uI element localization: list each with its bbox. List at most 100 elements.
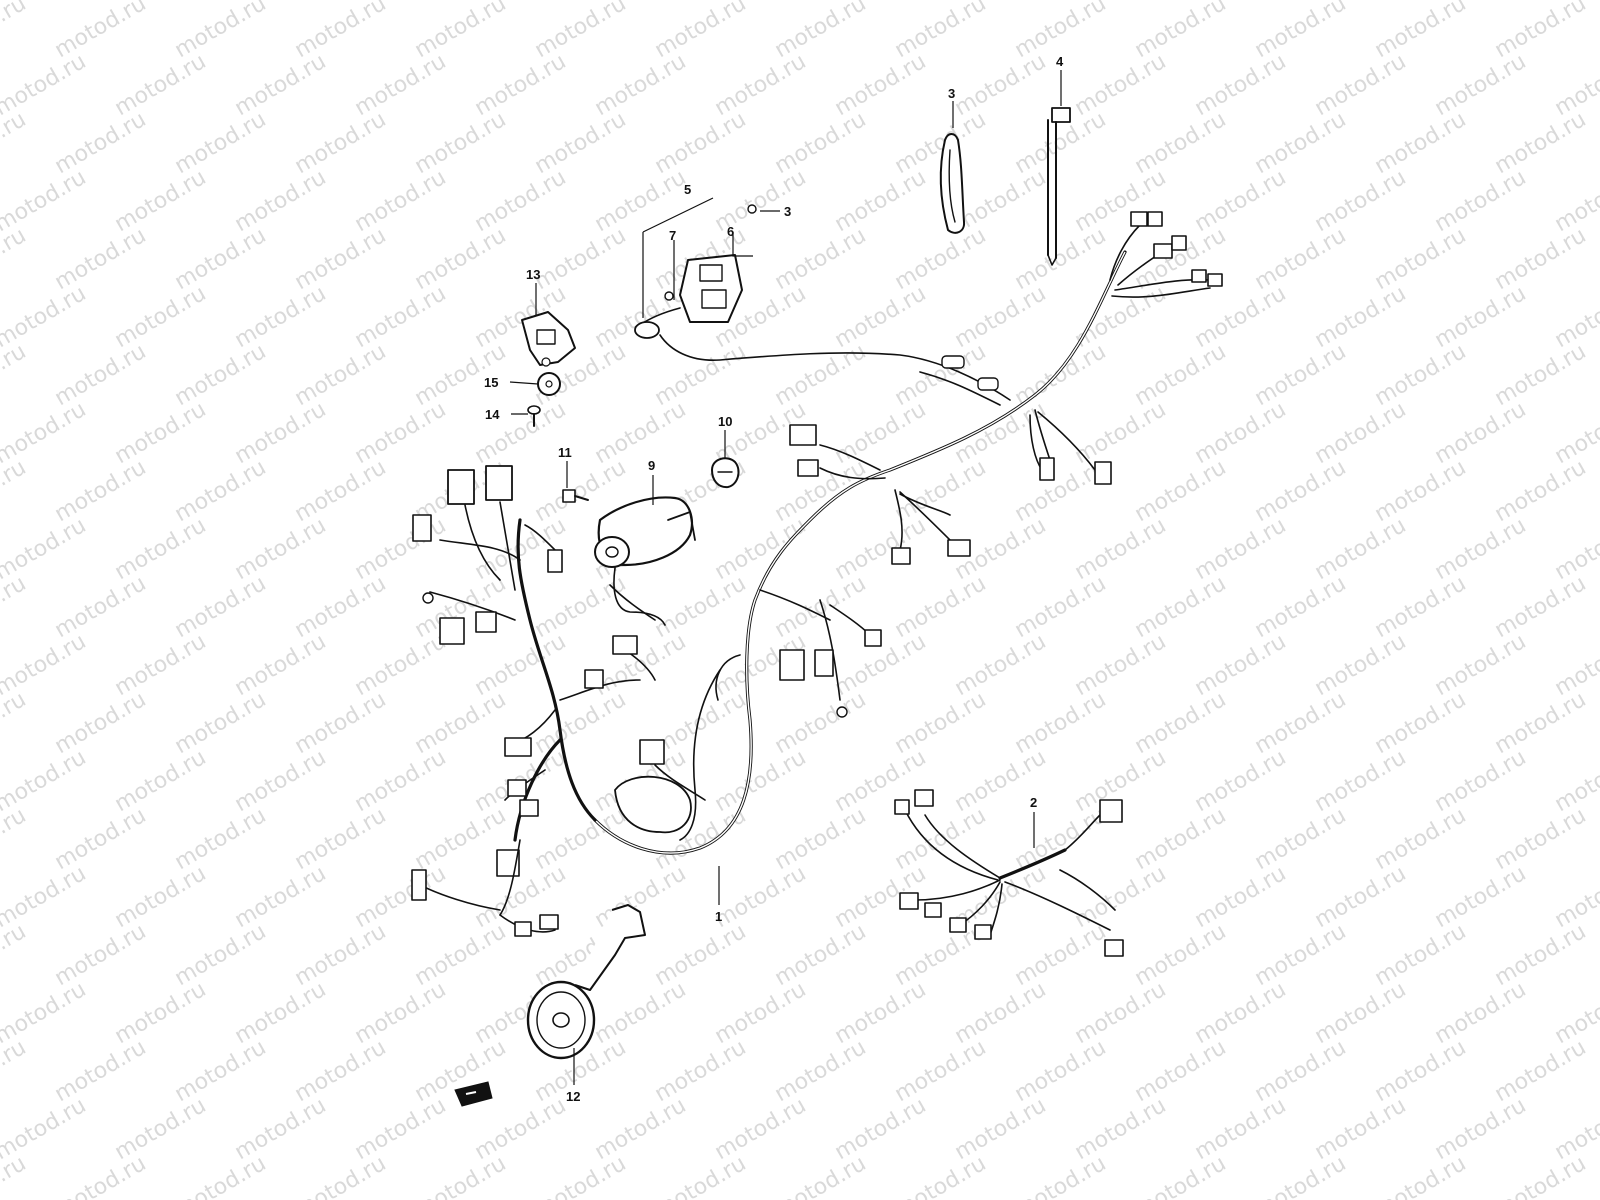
watermark-text: motod.ru (1491, 1151, 1591, 1200)
screw-14 (527, 405, 541, 427)
watermark-text: motod.ru (1431, 397, 1531, 469)
watermark-text: motod.ru (1431, 977, 1531, 1049)
front-arrow-badge (454, 1081, 493, 1107)
watermark-text: motod.ru (291, 339, 391, 411)
watermark-text: motod.ru (411, 1151, 511, 1200)
watermark-text: motod.ru (0, 687, 30, 759)
callout-2: 2 (1030, 795, 1037, 810)
watermark-text: motod.ru (591, 629, 691, 701)
watermark-text: motod.ru (411, 687, 511, 759)
bolt-11 (562, 489, 589, 503)
sub-wiring-harness (894, 789, 1124, 957)
watermark-text: motod.ru (291, 803, 391, 875)
watermark-text: motod.ru (951, 281, 1051, 353)
watermark-text: motod.ru (351, 49, 451, 121)
watermark-text: motod.ru (1311, 397, 1411, 469)
watermark-text: motod.ru (1491, 0, 1591, 63)
watermark-text: motod.ru (1251, 687, 1351, 759)
watermark-text: motod.ru (1191, 165, 1291, 237)
watermark-text: motod.ru (1011, 803, 1111, 875)
watermark-text: motod.ru (1491, 223, 1591, 295)
watermark-text: motod.ru (1311, 977, 1411, 1049)
watermark-text: motod.ru (711, 745, 811, 817)
watermark-text: motod.ru (891, 687, 991, 759)
watermark-text: motod.ru (531, 1151, 631, 1200)
watermark-text: motod.ru (411, 919, 511, 991)
callout-15: 15 (484, 375, 498, 390)
watermark-text: motod.ru (1191, 397, 1291, 469)
watermark-text: motod.ru (0, 919, 30, 991)
watermark-text: motod.ru (1371, 1035, 1471, 1107)
watermark-text: motod.ru (1011, 1151, 1111, 1200)
watermark-text: motod.ru (1251, 803, 1351, 875)
watermark-text: motod.ru (1371, 919, 1471, 991)
watermark-text: motod.ru (1491, 339, 1591, 411)
watermark-text: motod.ru (1191, 977, 1291, 1049)
watermark-text: motod.ru (1311, 281, 1411, 353)
watermark-text: motod.ru (771, 571, 871, 643)
watermark-text: motod.ru (351, 1093, 451, 1165)
watermark-text: motod.ru (0, 107, 30, 179)
callout-14: 14 (485, 407, 500, 422)
watermark-text: motod.ru (1131, 0, 1231, 63)
relay-assembly (634, 204, 757, 339)
watermark-text: motod.ru (411, 107, 511, 179)
watermark-text: motod.ru (1071, 977, 1171, 1049)
watermark-text: motod.ru (591, 397, 691, 469)
watermark-text: motod.ru (1011, 687, 1111, 759)
watermark-text: motod.ru (1131, 107, 1231, 179)
watermark-text: motod.ru (351, 397, 451, 469)
watermark-text: motod.ru (771, 107, 871, 179)
watermark-text: motod.ru (1251, 455, 1351, 527)
watermark-text: motod.ru (591, 977, 691, 1049)
watermark-text: motod.ru (1311, 745, 1411, 817)
watermark-text: motod.ru (231, 977, 331, 1049)
watermark-text: motod.ru (1131, 1151, 1231, 1200)
watermark-text: motod.ru (1071, 281, 1171, 353)
watermark-text: motod.ru (231, 281, 331, 353)
watermark-text: motod.ru (51, 687, 151, 759)
watermark-text: motod.ru (1251, 0, 1351, 63)
watermark-text: motod.ru (711, 977, 811, 1049)
watermark-text: motod.ru (351, 281, 451, 353)
watermark-text: motod.ru (1071, 629, 1171, 701)
watermark-text: motod.ru (171, 571, 271, 643)
watermark-text: motod.ru (771, 803, 871, 875)
watermark-text: motod.ru (1131, 339, 1231, 411)
watermark-text: motod.ru (951, 397, 1051, 469)
watermark-text: motod.ru (591, 49, 691, 121)
watermark-text: motod.ru (1191, 281, 1291, 353)
watermark-text: motod.ru (171, 339, 271, 411)
watermark-text: motod.ru (231, 49, 331, 121)
watermark-text: motod.ru (1191, 1093, 1291, 1165)
watermark-text: motod.ru (1251, 571, 1351, 643)
watermark-text: motod.ru (531, 223, 631, 295)
watermark-text: motod.ru (951, 629, 1051, 701)
watermark-text: motod.ru (171, 919, 271, 991)
watermark-text: motod.ru (951, 1093, 1051, 1165)
watermark-text: motod.ru (171, 803, 271, 875)
watermark-text: motod.ru (291, 223, 391, 295)
watermark-text: motod.ru (1371, 0, 1471, 63)
watermark-text: motod.ru (231, 165, 331, 237)
watermark-text: motod.ru (531, 803, 631, 875)
watermark-text: motod.ru (1431, 281, 1531, 353)
watermark-text: motod.ru (1311, 165, 1411, 237)
watermark-text: motod.ru (1491, 571, 1591, 643)
cable-tie (1047, 107, 1071, 266)
watermark-text: motod.ru (651, 919, 751, 991)
watermark-text: motod.ru (231, 629, 331, 701)
watermark-text: motod.ru (1371, 339, 1471, 411)
watermark-text: motod.ru (711, 861, 811, 933)
watermark-text: motod.ru (51, 919, 151, 991)
watermark-text: motod.ru (351, 977, 451, 1049)
watermark-text: motod.ru (771, 455, 871, 527)
watermark-text: motod.ru (111, 745, 211, 817)
watermark-text: motod.ru (111, 165, 211, 237)
watermark-text: motod.ru (1431, 861, 1531, 933)
watermark-text: motod.ru (951, 165, 1051, 237)
watermark-text: motod.ru (1191, 861, 1291, 933)
watermark-text: motod.ru (291, 687, 391, 759)
